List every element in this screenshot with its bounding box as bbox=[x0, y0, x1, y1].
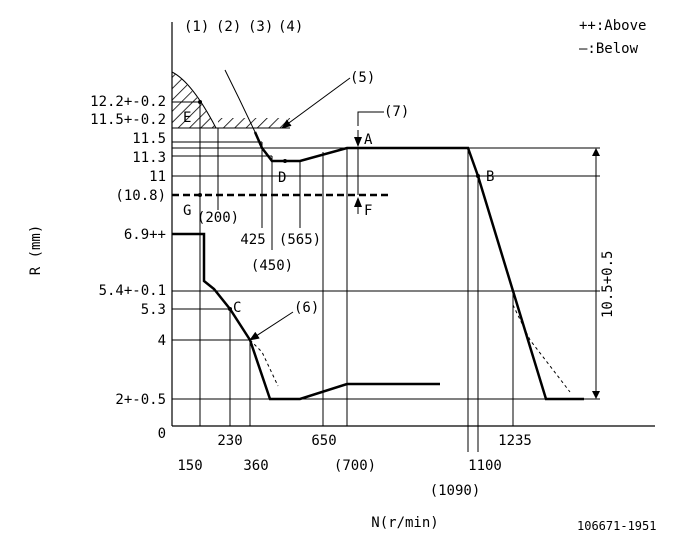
callout-6: (6) bbox=[294, 300, 319, 316]
x-tick-700: (700) bbox=[334, 458, 376, 474]
tolerance-dotted-upper bbox=[512, 304, 571, 393]
top-label-3: (3) bbox=[248, 19, 273, 35]
point-label-e: E bbox=[183, 110, 191, 126]
callout-7-leader bbox=[357, 111, 384, 126]
legend-below: —:Below bbox=[579, 41, 639, 57]
y-tick-11: 11 bbox=[149, 169, 166, 185]
point-label-f: F bbox=[364, 203, 372, 219]
x-tick-360: 360 bbox=[243, 458, 268, 474]
y-tick-11-3: 11.3 bbox=[132, 150, 166, 166]
point-b bbox=[476, 174, 480, 178]
point-c bbox=[228, 307, 232, 311]
y-tick-5-3: 5.3 bbox=[141, 302, 166, 318]
top-label-4: (4) bbox=[278, 19, 303, 35]
x-axis-title: N(r/min) bbox=[371, 515, 438, 531]
legend-above: ++:Above bbox=[579, 18, 646, 34]
x-tick-650: 650 bbox=[311, 433, 336, 449]
x-upper-450: (450) bbox=[251, 258, 293, 274]
dimension-label: 10.5+0.5 bbox=[600, 251, 616, 318]
point-label-g: G bbox=[183, 203, 191, 219]
callout-7: (7) bbox=[384, 104, 409, 120]
top-label-2: (2) bbox=[216, 19, 241, 35]
y-axis-title: R (mm) bbox=[28, 225, 44, 276]
y-tick-5-4: 5.4+-0.1 bbox=[99, 283, 166, 299]
callout-5: (5) bbox=[350, 70, 375, 86]
x-upper-425: 425 bbox=[240, 232, 265, 248]
x-tick-1090: (1090) bbox=[430, 483, 481, 499]
y-tick-2: 2+-0.5 bbox=[115, 392, 166, 408]
callout-6-arrow bbox=[249, 311, 294, 341]
point-d bbox=[283, 159, 287, 163]
y-tick-4: 4 bbox=[158, 333, 166, 349]
x-tick-1100: 1100 bbox=[468, 458, 502, 474]
point-g bbox=[198, 193, 202, 197]
y-tick-11-5-tol: 11.5+-0.2 bbox=[90, 112, 166, 128]
x-tick-1235: 1235 bbox=[498, 433, 532, 449]
stop-curve-5 bbox=[224, 69, 271, 159]
y-tick-10-8: (10.8) bbox=[115, 188, 166, 204]
x-tick-230: 230 bbox=[217, 433, 242, 449]
stop-curve-e bbox=[171, 71, 217, 129]
dimension-arrow-bottom bbox=[592, 391, 600, 399]
series-idle-line bbox=[172, 232, 440, 401]
y-tick-11-5: 11.5 bbox=[132, 131, 166, 147]
callout-5-arrow bbox=[281, 77, 351, 129]
figure-id: 106671-1951 bbox=[577, 519, 656, 533]
tolerance-dotted-lower bbox=[249, 339, 279, 387]
x-upper-200: (200) bbox=[197, 210, 239, 226]
hatch-region-e bbox=[172, 72, 216, 128]
x-upper-565: (565) bbox=[279, 232, 321, 248]
point-label-b: B bbox=[486, 169, 494, 185]
y-tick-12-2: 12.2+-0.2 bbox=[90, 94, 166, 110]
x-tick-150: 150 bbox=[177, 458, 202, 474]
y-tick-6-9: 6.9++ bbox=[124, 227, 166, 243]
point-label-a: A bbox=[364, 132, 373, 148]
dimension-arrow-top bbox=[592, 148, 600, 156]
point-label-c: C bbox=[233, 300, 241, 316]
point-e bbox=[198, 100, 202, 104]
origin-label: 0 bbox=[158, 426, 166, 442]
hatch-region-5 bbox=[218, 118, 290, 128]
top-label-1: (1) bbox=[184, 19, 209, 35]
point-label-d: D bbox=[278, 170, 286, 186]
series-full-load-line bbox=[253, 131, 584, 401]
